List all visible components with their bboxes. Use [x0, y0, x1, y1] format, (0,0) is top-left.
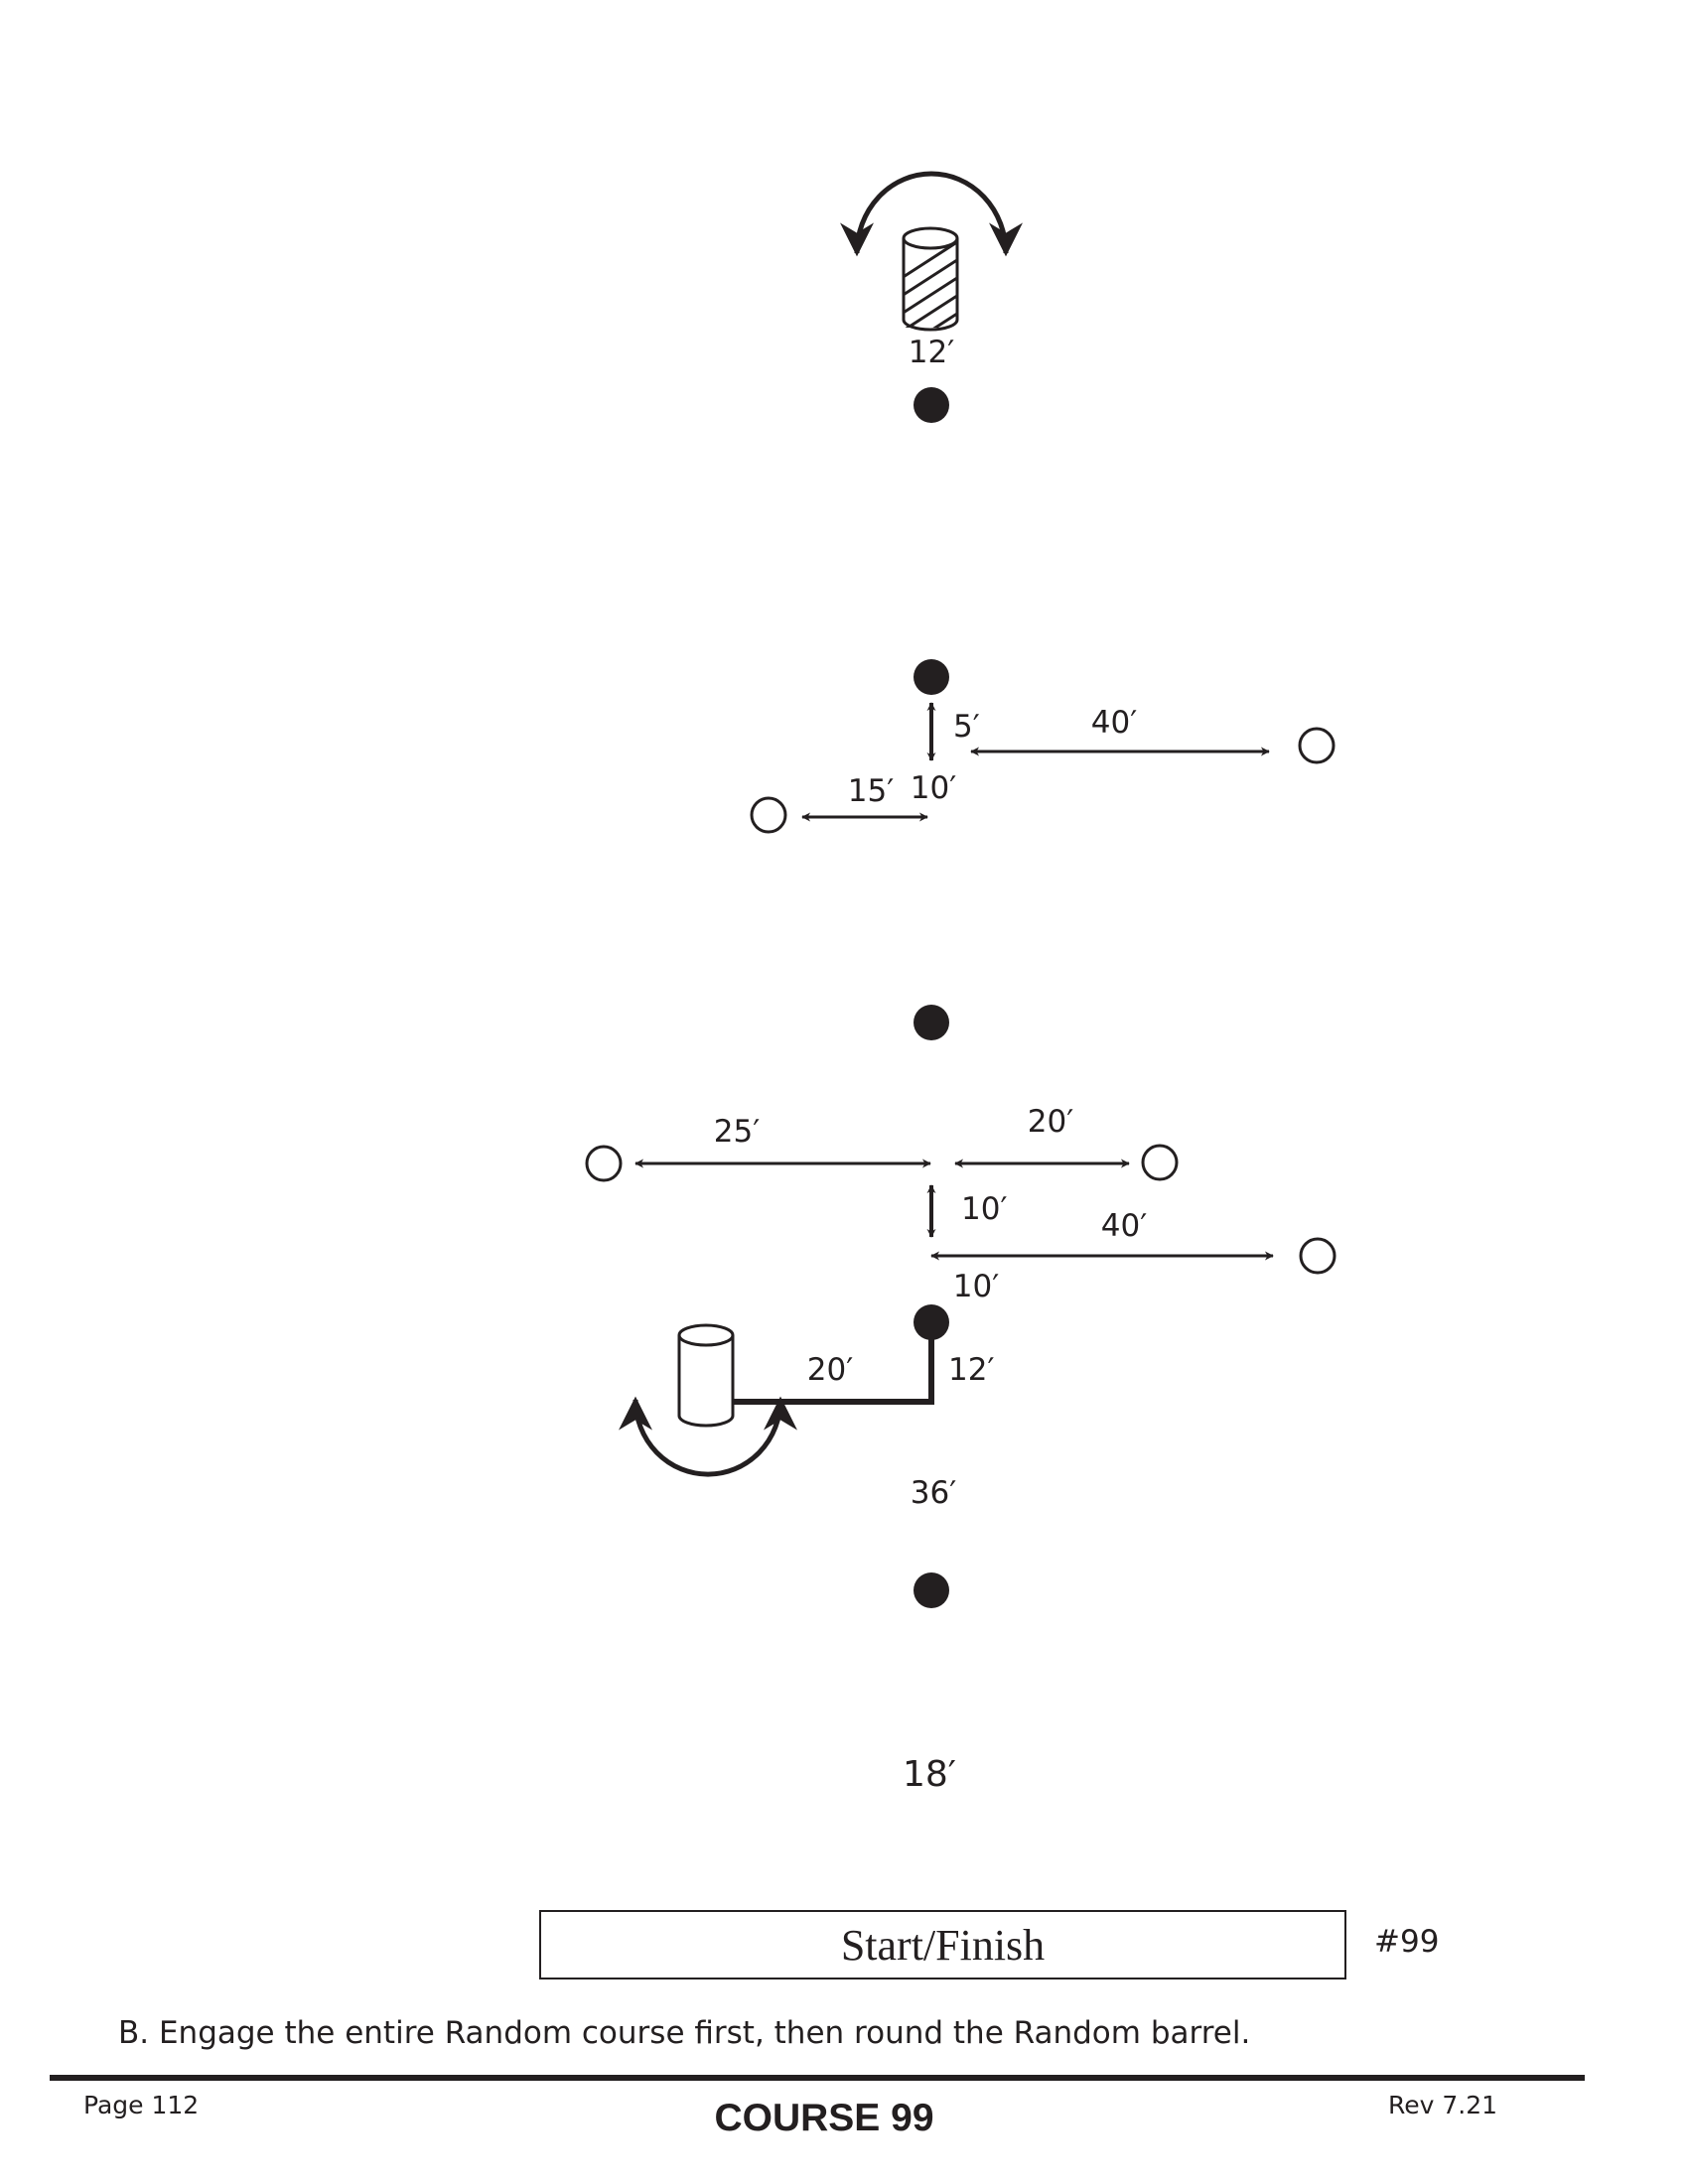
cone-marker-3	[914, 1005, 949, 1040]
bottom-barrel-rounding-arrow	[619, 1396, 797, 1477]
random-cone-right-top	[1298, 727, 1336, 764]
course-instruction: B. Engage the entire Random course first…	[118, 2015, 1251, 2051]
label-vert-10-mid: 10′	[961, 1191, 1008, 1227]
label-gap-36: 36′	[911, 1475, 957, 1511]
revision-label: Rev 7.21	[1388, 2091, 1498, 2119]
cone-marker-4	[914, 1304, 949, 1340]
top-random-barrel	[840, 171, 1023, 332]
page-number: Page 112	[83, 2091, 200, 2119]
label-barrel-bottom-20: 20′	[807, 1352, 854, 1388]
cone-marker-5	[914, 1572, 949, 1608]
label-barrel-top-dist: 12′	[909, 335, 955, 370]
label-vert-10-top: 10′	[911, 770, 957, 806]
start-finish-box: Start/Finish	[539, 1910, 1346, 1979]
random-cone-right-mid	[1141, 1144, 1179, 1181]
barrel-approach-path	[733, 1330, 934, 1405]
label-barrel-bottom-12: 12′	[948, 1352, 995, 1388]
random-cone-right-bottom	[1299, 1237, 1336, 1275]
label-right-40-bottom: 40′	[1101, 1208, 1148, 1244]
bottom-random-barrel	[677, 1323, 735, 1428]
course-number: #99	[1374, 1924, 1440, 1960]
course-title: COURSE 99	[714, 2097, 934, 2139]
cone-marker-1	[914, 387, 949, 423]
label-right-20: 20′	[1028, 1104, 1074, 1140]
random-cone-left-top	[750, 796, 787, 834]
label-gap-18: 18′	[903, 1754, 956, 1795]
start-finish-label: Start/Finish	[840, 1920, 1046, 1970]
label-right-40-top: 40′	[1091, 705, 1138, 741]
footer-divider	[50, 2075, 1585, 2081]
cone-marker-2	[914, 659, 949, 695]
top-barrel-rounding-arrow	[840, 171, 1023, 257]
label-left-15: 15′	[848, 773, 895, 809]
label-left-25: 25′	[714, 1114, 761, 1150]
label-vert-5: 5′	[953, 709, 980, 745]
label-gap-10: 10′	[953, 1269, 1000, 1304]
random-cone-left-mid	[585, 1145, 623, 1182]
